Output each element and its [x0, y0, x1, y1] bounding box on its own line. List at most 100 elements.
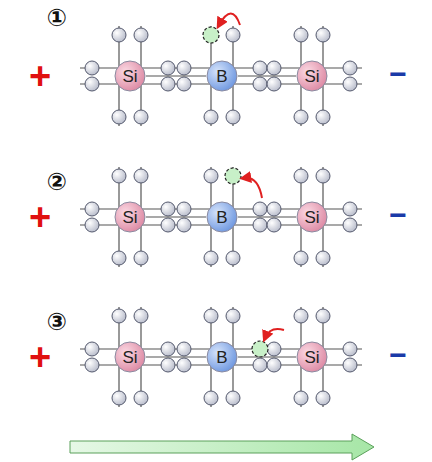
atom-circle: Si [114, 60, 146, 92]
electron [112, 110, 126, 124]
bond-connector [146, 75, 206, 76]
electron [85, 218, 99, 232]
electron [134, 309, 148, 323]
electron [112, 28, 126, 42]
electron [85, 358, 99, 372]
atom-symbol: Si [122, 68, 137, 85]
electron [343, 218, 357, 232]
electron [161, 342, 175, 356]
electron [204, 309, 218, 323]
bond-connector [146, 356, 206, 357]
atom-circle: B [206, 201, 238, 233]
minus-terminal: − [389, 200, 407, 230]
electron [294, 28, 308, 42]
electron [343, 342, 357, 356]
electron [177, 61, 191, 75]
electron [161, 202, 175, 216]
electron [267, 77, 281, 91]
electron [177, 218, 191, 232]
electron [253, 202, 267, 216]
electron [85, 77, 99, 91]
electron [343, 202, 357, 216]
atom-circle: B [206, 60, 238, 92]
electron [134, 28, 148, 42]
electron [112, 309, 126, 323]
electron [267, 218, 281, 232]
electron [316, 28, 330, 42]
atom-circle: Si [114, 341, 146, 373]
electron [161, 358, 175, 372]
electron [294, 251, 308, 265]
electron [253, 77, 267, 91]
minus-terminal: − [389, 59, 407, 89]
electron [204, 391, 218, 405]
electron [226, 309, 240, 323]
electron [112, 251, 126, 265]
electron [226, 251, 240, 265]
electron [343, 77, 357, 91]
electron [253, 218, 267, 232]
electron [294, 309, 308, 323]
electron [267, 61, 281, 75]
minus-terminal: − [389, 340, 407, 370]
atom-circle: Si [296, 201, 328, 233]
electron [253, 358, 267, 372]
atom-symbol: Si [304, 68, 319, 85]
electron [204, 251, 218, 265]
electron [294, 110, 308, 124]
move-arrow [265, 329, 284, 338]
plus-terminal: + [29, 57, 51, 95]
electron [85, 342, 99, 356]
electron [85, 61, 99, 75]
atom-symbol: B [216, 349, 227, 366]
atom-symbol: Si [122, 209, 137, 226]
hole [203, 27, 219, 43]
hole [252, 341, 268, 357]
electron [226, 391, 240, 405]
electron [177, 358, 191, 372]
electron [134, 391, 148, 405]
electron [267, 202, 281, 216]
atom-circle: Si [296, 60, 328, 92]
electron [112, 391, 126, 405]
electron [294, 391, 308, 405]
electron [267, 342, 281, 356]
atom-symbol: Si [304, 209, 319, 226]
move-arrow [244, 178, 262, 198]
atom-circle: Si [114, 201, 146, 233]
electron [112, 169, 126, 183]
electron [316, 110, 330, 124]
electron [177, 202, 191, 216]
move-arrow [219, 14, 240, 26]
electron [85, 202, 99, 216]
electron [134, 169, 148, 183]
flow-arrow [70, 434, 374, 460]
atom-symbol: B [216, 209, 227, 226]
electron [177, 342, 191, 356]
electron [161, 77, 175, 91]
atom-circle: Si [296, 341, 328, 373]
electron [161, 218, 175, 232]
step-number: ② [47, 170, 67, 194]
electron [316, 309, 330, 323]
step-number: ③ [47, 310, 67, 334]
electron [316, 169, 330, 183]
hole [225, 168, 241, 184]
atom-symbol: Si [122, 349, 137, 366]
atom-symbol: B [216, 68, 227, 85]
plus-terminal: + [29, 338, 51, 376]
electron [226, 28, 240, 42]
bond-connector [238, 356, 296, 357]
atom-circle: B [206, 341, 238, 373]
electron [343, 61, 357, 75]
electron [134, 110, 148, 124]
step-number: ① [47, 6, 67, 30]
electron [204, 169, 218, 183]
electron [267, 358, 281, 372]
electron [316, 391, 330, 405]
electron [134, 251, 148, 265]
bond-connector [238, 216, 296, 217]
electron [204, 110, 218, 124]
electron [161, 61, 175, 75]
electron [253, 61, 267, 75]
